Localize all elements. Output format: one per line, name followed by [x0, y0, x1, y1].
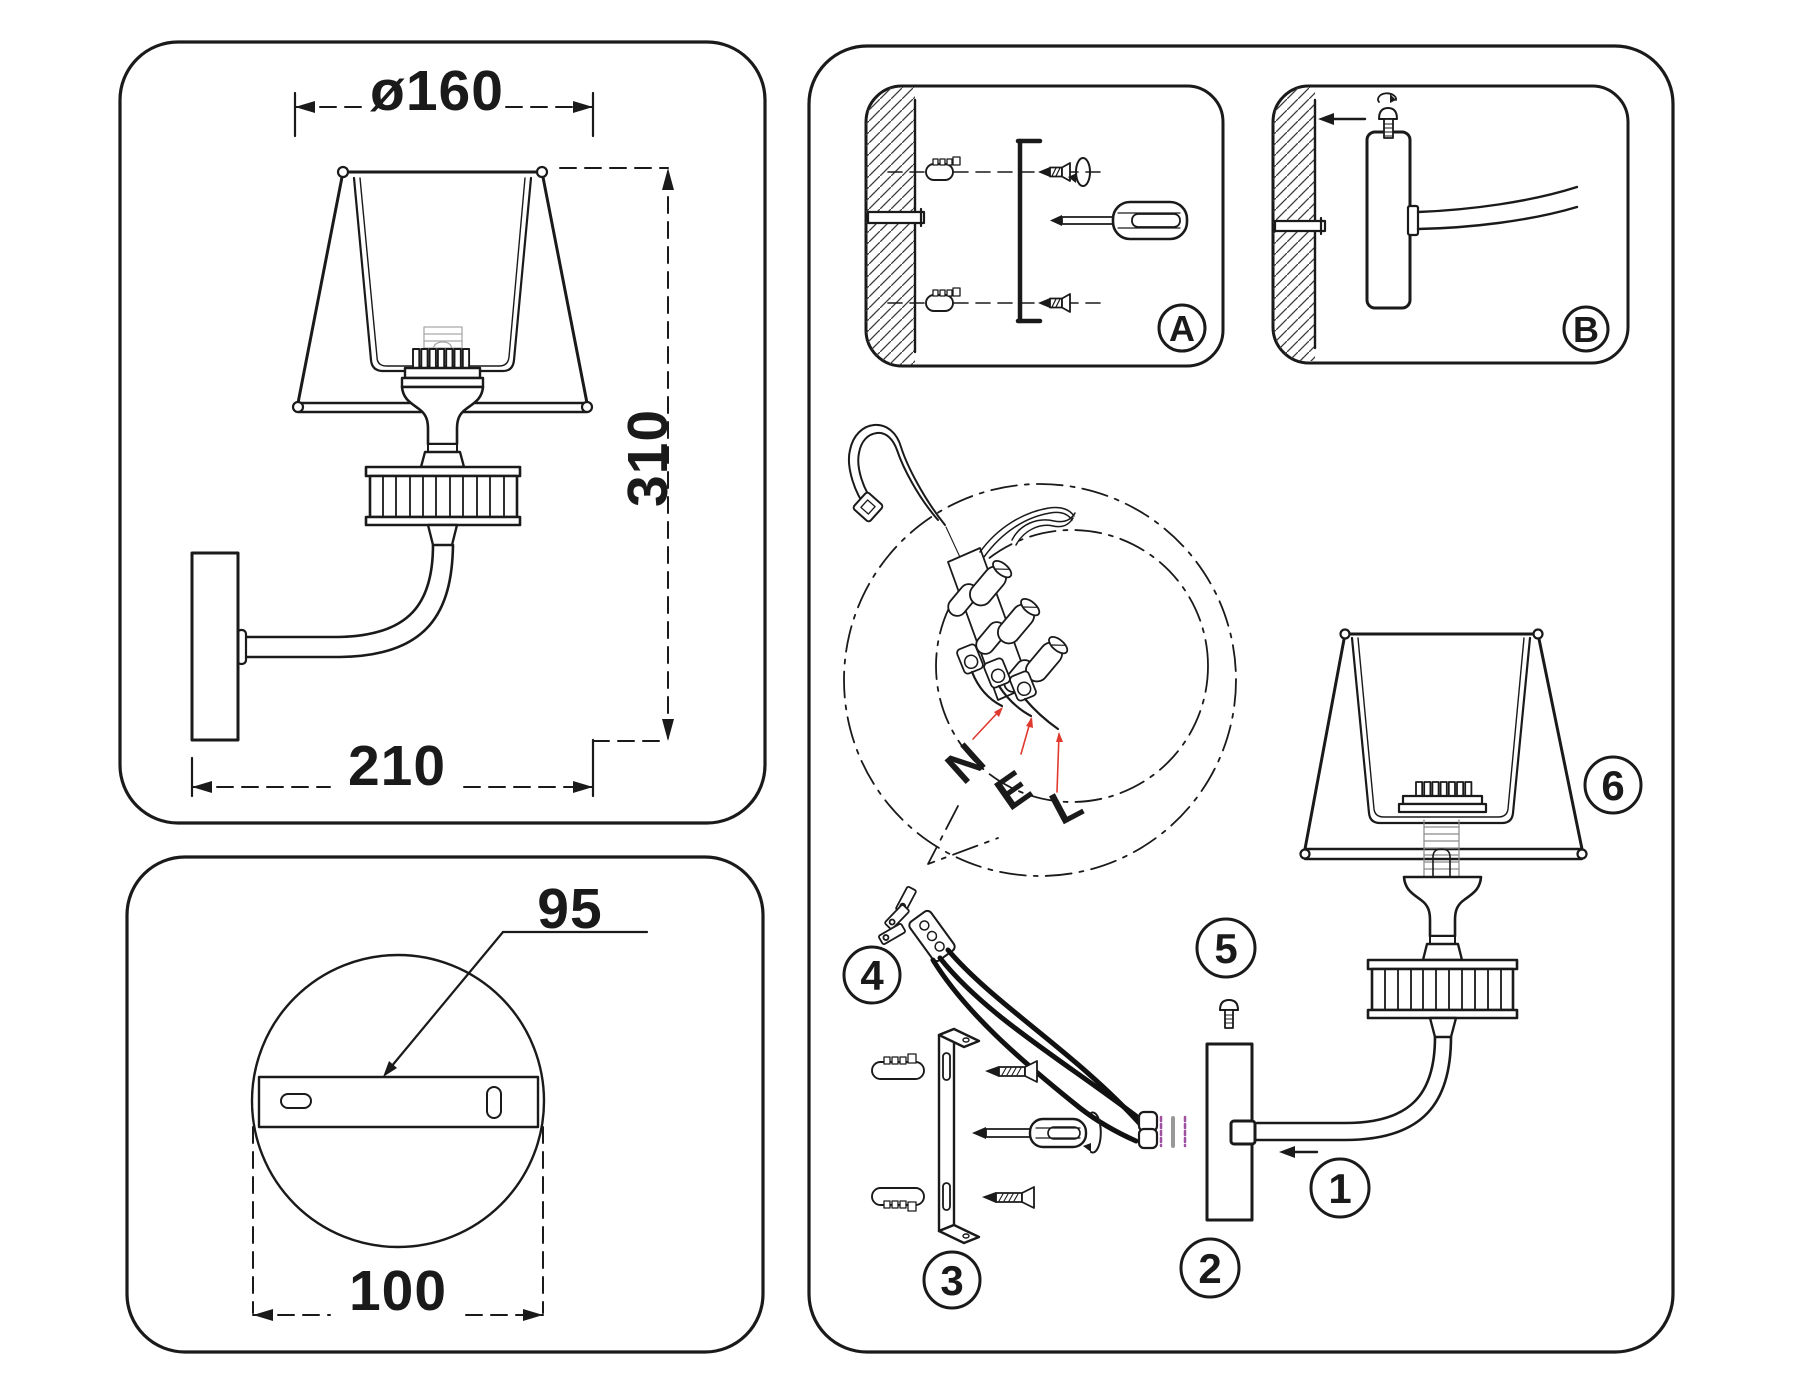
- dim-projection-label: 210: [348, 734, 446, 798]
- part-4-wires: [842, 885, 1187, 1150]
- wall-stud-b: [1273, 216, 1327, 236]
- part-4-label: 4: [860, 952, 884, 999]
- dim-diameter-label: ø160: [370, 59, 504, 123]
- part-1-badge: [1309, 1157, 1371, 1219]
- dim-height-label: 310: [616, 409, 680, 507]
- panel-front-border: [118, 40, 767, 825]
- dim-hole-spacing-label: 95: [537, 877, 602, 941]
- dim-projection: [190, 738, 595, 798]
- screw-b: [1377, 92, 1398, 139]
- part-2-plate: [1179, 1042, 1257, 1299]
- front-socket: [400, 348, 485, 469]
- screwdriver-3: [972, 1111, 1102, 1154]
- lamp-thread: [1423, 819, 1460, 878]
- plate-circle: [250, 953, 546, 1249]
- part-1-arrow: [1279, 1146, 1371, 1219]
- wall-plate-b: [1365, 130, 1412, 310]
- wire-markers: [1159, 1115, 1187, 1148]
- step-a-badge: [1157, 303, 1207, 353]
- anchor-bottom-left: [871, 1187, 925, 1212]
- mounting-bracket-side: [1015, 138, 1043, 324]
- part-6-badge: [1583, 755, 1643, 815]
- dim-diameter: [293, 91, 595, 138]
- part-2-badge: [1179, 1237, 1241, 1299]
- front-arm: [190, 543, 455, 742]
- part-3-bracket-kit: [871, 1027, 1102, 1310]
- screw-top: [1038, 162, 1071, 182]
- wire-e-label: E: [986, 760, 1041, 820]
- wire-n-label: N: [935, 733, 994, 794]
- part-1-label: 1: [1328, 1165, 1351, 1212]
- step-b-box: [1271, 84, 1630, 365]
- screw-bottom: [1038, 293, 1071, 313]
- wire-leaders: [972, 707, 1063, 793]
- lamp-assembly: [1255, 628, 1643, 1142]
- part-3-label: 3: [940, 1257, 963, 1304]
- panel-steps-border: [807, 44, 1675, 1354]
- panel-steps: [807, 44, 1675, 1354]
- screwdriver-a: [1050, 200, 1189, 241]
- bracket: [937, 1027, 981, 1245]
- dim-plate-width-label: 100: [349, 1259, 447, 1323]
- dim-height: [559, 167, 674, 742]
- anchor-top-left: [871, 1053, 925, 1080]
- part-6-label: 6: [1601, 762, 1624, 809]
- wiring-balloon: [843, 423, 1237, 877]
- step-a-box: [864, 84, 1225, 368]
- wall-anchor-bottom: [925, 287, 961, 312]
- dim-hole-spacing: [383, 930, 649, 1077]
- wire-l-label: L: [1041, 775, 1090, 834]
- terminal-block: [947, 506, 1076, 731]
- screw-3-top: [985, 1060, 1038, 1083]
- dim-plate-width: [252, 1126, 544, 1321]
- plate-bar: [257, 1075, 540, 1129]
- balloon-tail: [927, 805, 999, 865]
- front-gear-ring: [364, 465, 522, 547]
- cable-b-bottom: [1416, 205, 1579, 231]
- panel-plate-view: [125, 855, 765, 1354]
- step-b-badge: [1562, 305, 1610, 353]
- push-arrow-b: [1318, 113, 1367, 125]
- part-5-screw: [1195, 917, 1257, 1029]
- part-3-badge: [922, 1250, 982, 1310]
- part-2-label: 2: [1198, 1245, 1221, 1292]
- plate-slot-left: [280, 1093, 312, 1109]
- cable-b-top: [1416, 185, 1579, 214]
- wall-stud: [866, 207, 926, 228]
- wall-anchor-top: [925, 156, 961, 181]
- step-b-label: B: [1573, 309, 1599, 350]
- rotate-icon-a: [1068, 157, 1091, 187]
- panel-plate-border: [125, 855, 765, 1354]
- part-4-badge: [842, 945, 902, 1005]
- screw-3-bottom: [982, 1186, 1035, 1209]
- part-5-label: 5: [1214, 925, 1237, 972]
- plate-slot-right: [486, 1086, 502, 1119]
- step-a-label: A: [1169, 308, 1195, 349]
- cable-gland-b: [1406, 204, 1420, 237]
- panel-front-view: [118, 40, 767, 825]
- wire-nut: [1137, 1110, 1159, 1150]
